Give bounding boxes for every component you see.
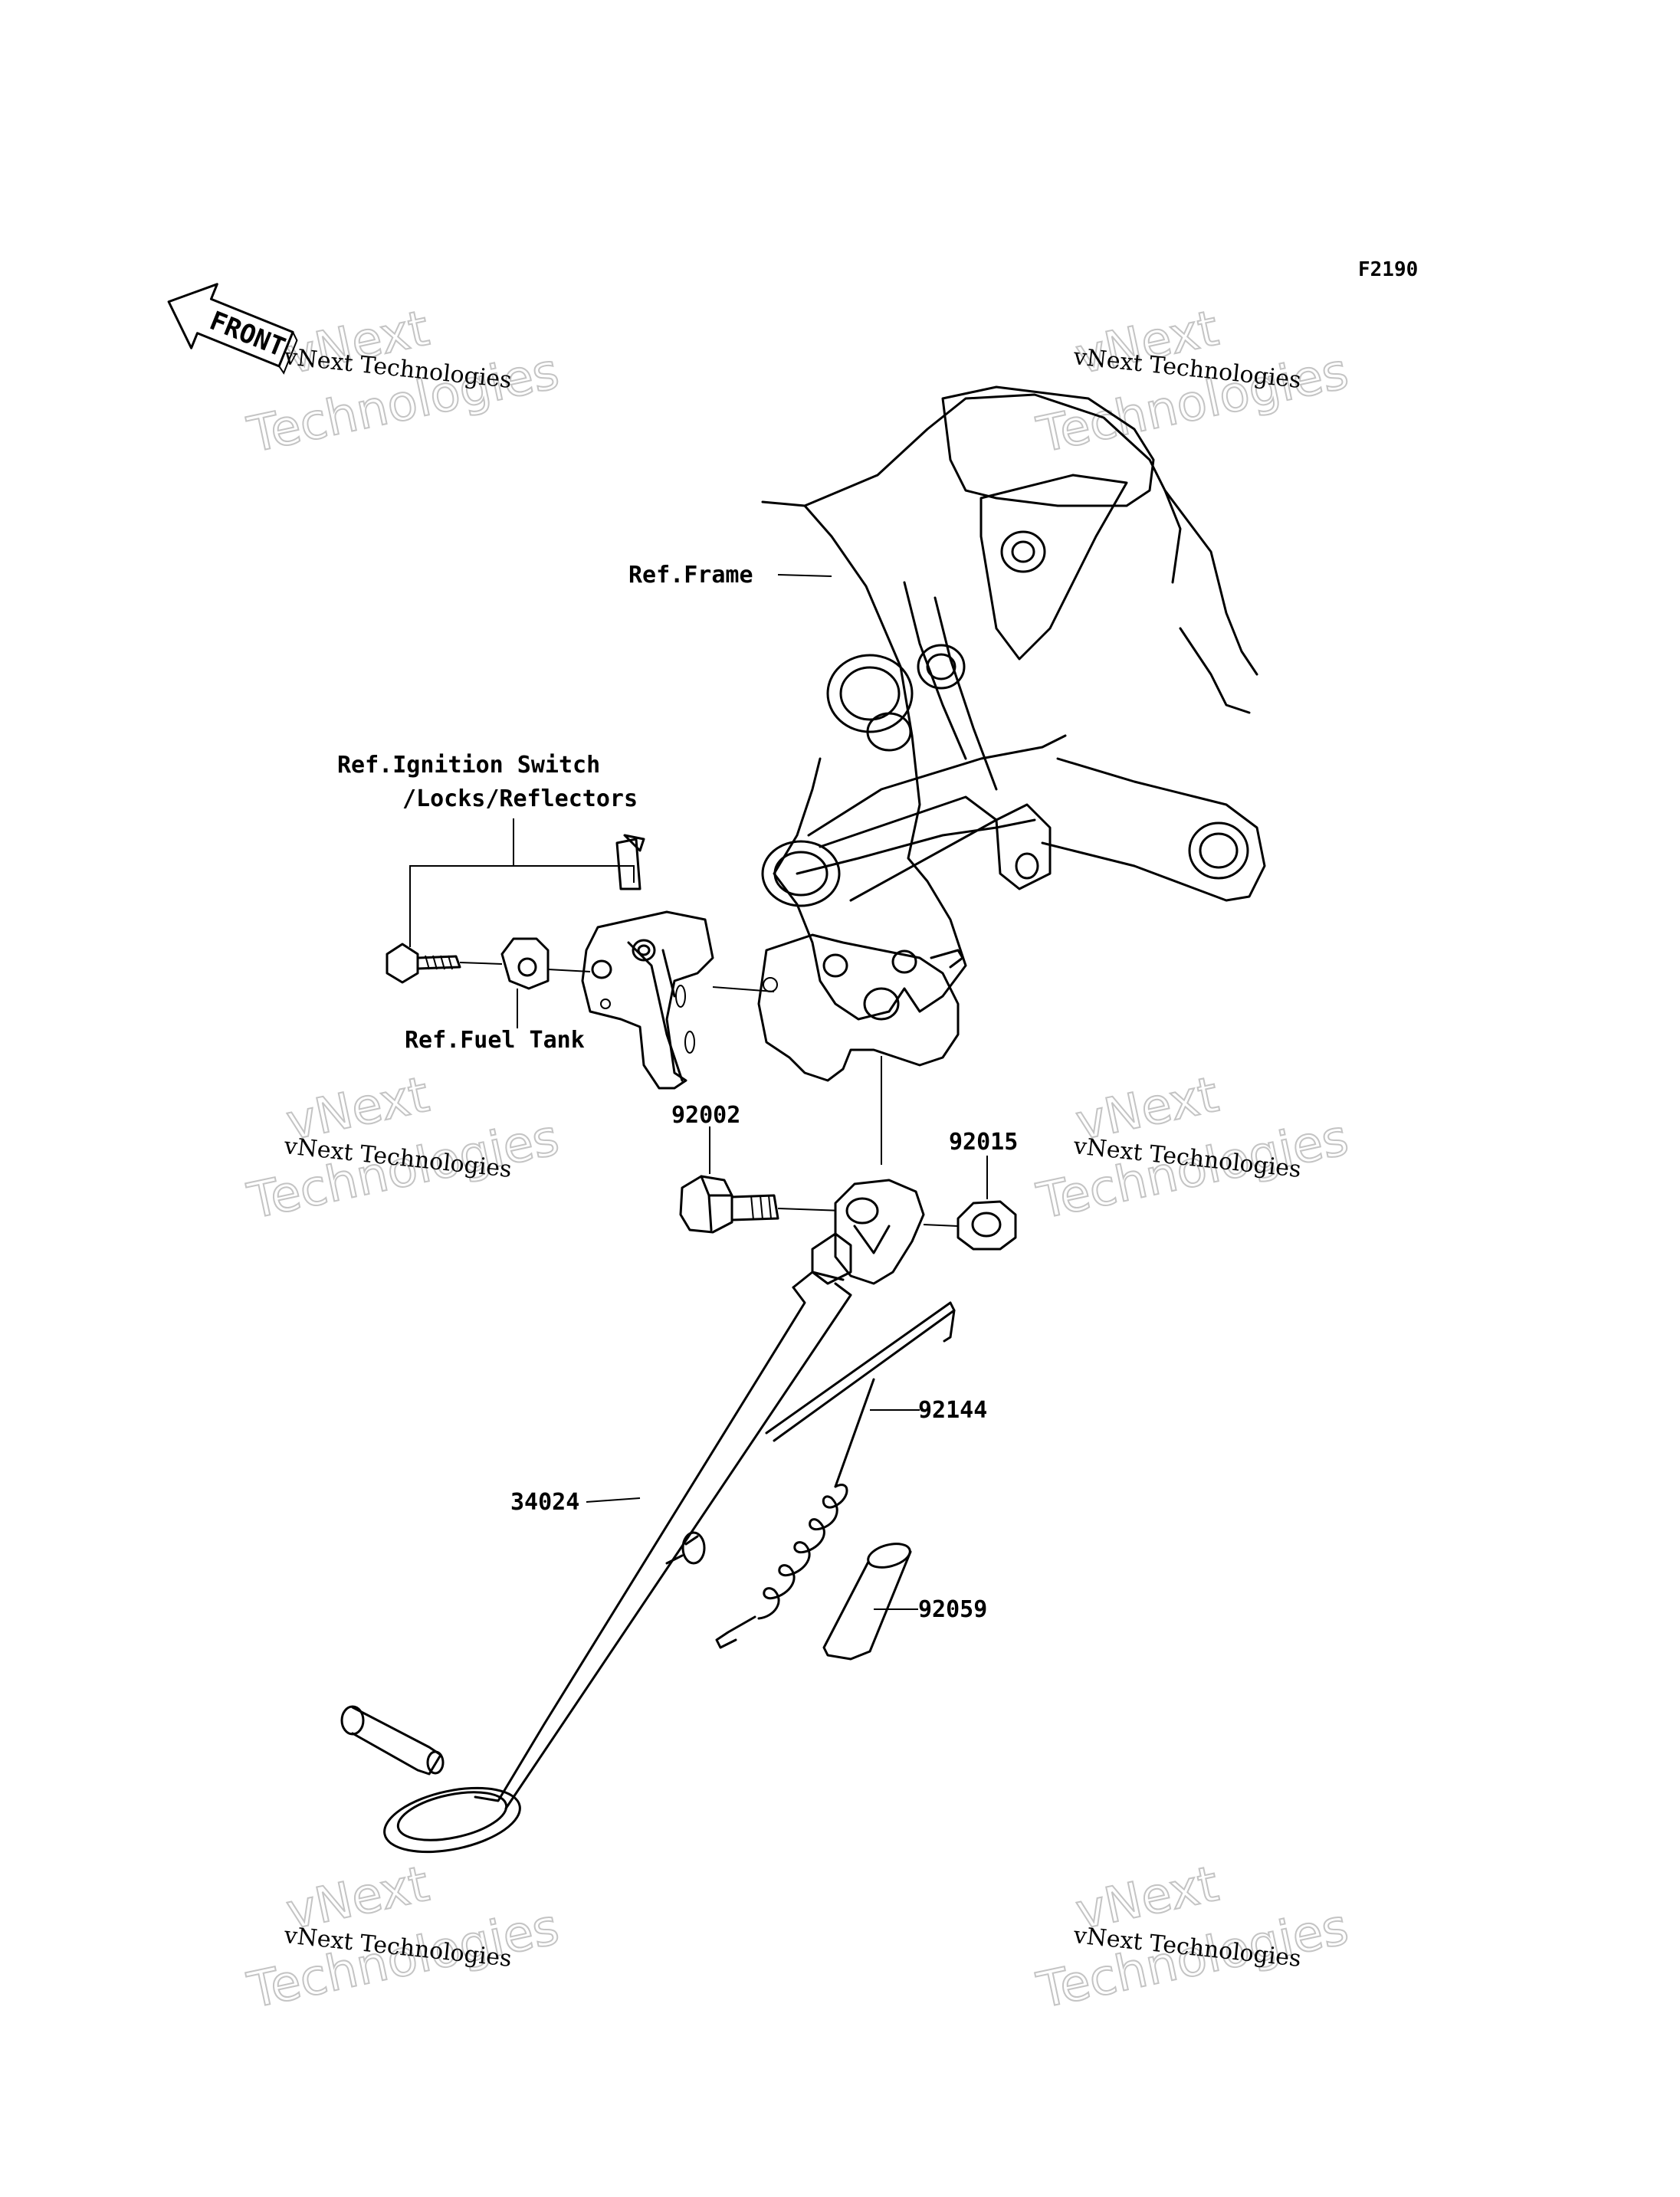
bolt-92002 bbox=[679, 1126, 844, 1234]
watermark-mid-right: vNext Technologies bbox=[1032, 1066, 1354, 1231]
ref-frame-leader bbox=[777, 574, 832, 577]
watermark-mid-left: vNext Technologies bbox=[242, 1066, 565, 1231]
nut-92015 bbox=[923, 1156, 1017, 1251]
part-number-92002: 92002 bbox=[671, 1102, 740, 1129]
ref-ignition-label-line1: Ref.Ignition Switch bbox=[337, 752, 600, 779]
part-number-34024: 34024 bbox=[510, 1489, 579, 1516]
part-number-92015: 92015 bbox=[949, 1129, 1018, 1156]
ignition-lock-assembly bbox=[386, 818, 775, 1090]
ref-fuel-tank-label: Ref.Fuel Tank bbox=[405, 1027, 585, 1054]
ref-ignition-label-line2: /Locks/Reflectors bbox=[402, 785, 638, 812]
frame-drawing bbox=[757, 385, 1266, 1165]
figure-code: F2190 bbox=[1358, 258, 1418, 281]
ref-frame-label: Ref.Frame bbox=[628, 562, 753, 589]
watermark-bottom-left: vNext Technologies bbox=[242, 1855, 565, 2021]
watermark-bottom-right: vNext Technologies bbox=[1032, 1855, 1354, 2021]
side-stand-34024 bbox=[340, 1179, 925, 1854]
collar-92059 bbox=[822, 1543, 918, 1661]
part-number-92144: 92144 bbox=[918, 1397, 987, 1424]
part-number-92059: 92059 bbox=[918, 1596, 987, 1623]
spring-92144 bbox=[715, 1301, 956, 1649]
